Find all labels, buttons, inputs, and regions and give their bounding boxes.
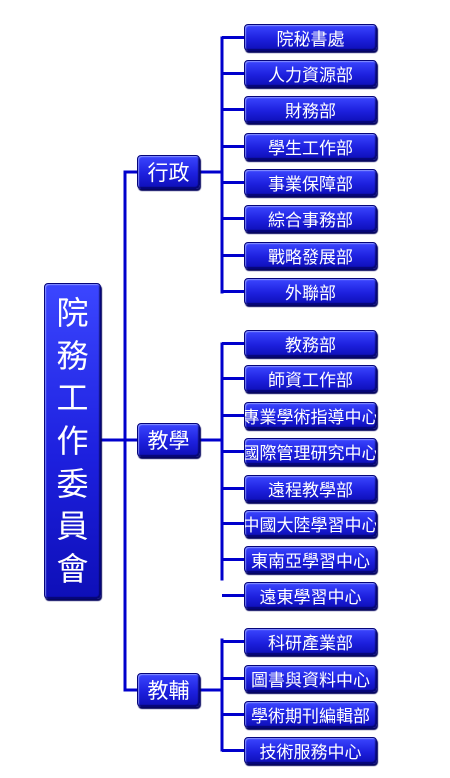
group-node-jiaofu: 教輔 bbox=[137, 673, 200, 707]
group-node-jiaoxue: 教學 bbox=[137, 423, 200, 457]
leaf-label: 圖書與資料中心 bbox=[251, 671, 370, 691]
leaf-label: 學生工作部 bbox=[268, 139, 353, 159]
leaf-label: 學術期刊編輯部 bbox=[251, 707, 370, 727]
root-label-char: 作 bbox=[56, 421, 89, 460]
leaf-node: 師資工作部 bbox=[244, 365, 377, 392]
root-label-char: 院 bbox=[56, 294, 89, 333]
leaf-node: 遠東學習中心 bbox=[244, 582, 377, 609]
root-label-char: 會 bbox=[56, 549, 89, 588]
leaf-node: 教務部 bbox=[244, 330, 377, 357]
leaf-node: 中國大陸學習中心 bbox=[244, 510, 377, 537]
leaf-node: 遠程教學部 bbox=[244, 475, 377, 502]
leaf-node: 綜合事務部 bbox=[244, 205, 377, 232]
leaf-label: 財務部 bbox=[285, 102, 336, 122]
leaf-label: 國際管理研究中心 bbox=[244, 444, 377, 464]
leaf-node: 戰略發展部 bbox=[244, 242, 377, 269]
leaf-label: 戰略發展部 bbox=[268, 248, 353, 268]
leaf-label: 外聯部 bbox=[285, 284, 336, 304]
leaf-node: 東南亞學習中心 bbox=[244, 546, 377, 573]
root-label-char: 務 bbox=[56, 336, 89, 375]
leaf-label: 人力資源部 bbox=[268, 66, 353, 86]
group-node-xingzheng: 行政 bbox=[137, 155, 200, 189]
leaf-node: 外聯部 bbox=[244, 278, 377, 305]
leaf-node: 學生工作部 bbox=[244, 133, 377, 160]
leaf-label: 中國大陸學習中心 bbox=[244, 516, 377, 536]
leaf-node: 院秘書處 bbox=[244, 24, 377, 51]
group-label: 行政 bbox=[147, 161, 190, 185]
group-label: 教學 bbox=[147, 429, 190, 453]
root-label-char: 員 bbox=[56, 507, 89, 546]
leaf-label: 院秘書處 bbox=[276, 30, 345, 50]
leaf-label: 遠程教學部 bbox=[268, 481, 353, 501]
leaf-label: 教務部 bbox=[285, 336, 336, 356]
leaf-label: 專業學術指導中心 bbox=[244, 408, 377, 428]
leaf-node: 國際管理研究中心 bbox=[244, 438, 377, 465]
leaf-label: 東南亞學習中心 bbox=[251, 552, 370, 572]
leaf-node: 人力資源部 bbox=[244, 60, 377, 87]
leaf-label: 師資工作部 bbox=[268, 371, 353, 391]
leaf-label: 遠東學習中心 bbox=[259, 588, 362, 608]
leaf-label: 科研產業部 bbox=[268, 634, 353, 654]
root-node: 院務工作委員會 bbox=[44, 283, 101, 599]
leaf-label: 事業保障部 bbox=[268, 175, 353, 195]
leaf-node: 學術期刊編輯部 bbox=[244, 701, 377, 728]
leaf-node: 技術服務中心 bbox=[244, 737, 377, 764]
group-label: 教輔 bbox=[147, 679, 190, 703]
leaf-label: 綜合事務部 bbox=[268, 211, 353, 231]
leaf-node: 圖書與資料中心 bbox=[244, 665, 377, 692]
leaf-label: 技術服務中心 bbox=[259, 743, 362, 763]
leaf-node: 財務部 bbox=[244, 96, 377, 123]
leaf-node: 事業保障部 bbox=[244, 169, 377, 196]
root-label-char: 工 bbox=[56, 379, 89, 418]
leaf-node: 科研產業部 bbox=[244, 628, 377, 655]
root-label-char: 委 bbox=[56, 464, 89, 503]
leaf-node: 專業學術指導中心 bbox=[244, 402, 377, 429]
